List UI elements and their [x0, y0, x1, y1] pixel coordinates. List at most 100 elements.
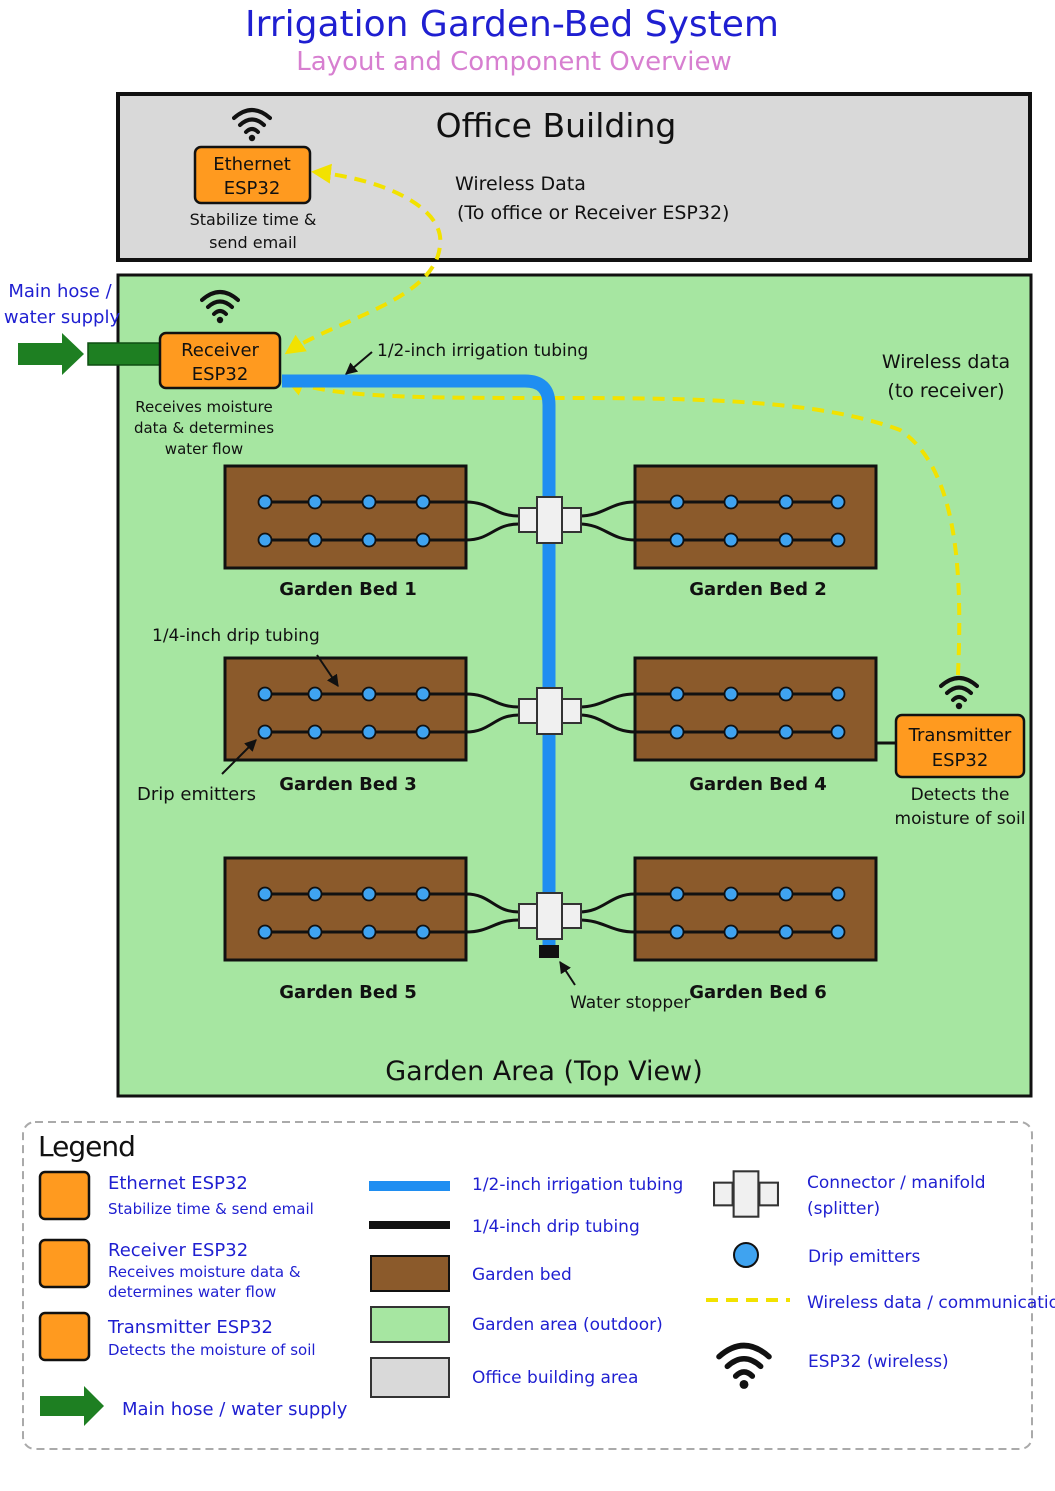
drip-emitter: [415, 886, 431, 902]
drip-emitter: [830, 724, 846, 740]
drip-emitter: [723, 532, 739, 548]
drip-tubing: [578, 713, 636, 734]
office-building-label: Office Building: [436, 106, 677, 145]
garden-bed-5-label: Garden Bed 5: [279, 982, 417, 1003]
drip-emitter: [778, 686, 794, 702]
ethernet-esp32-label-line1: Ethernet: [213, 154, 291, 175]
receiver-esp32-label-line2: ESP32: [192, 364, 249, 385]
garden-bed-2: [633, 464, 878, 570]
drip-emitter: [723, 724, 739, 740]
drip-emitter: [361, 924, 377, 940]
receiver-desc-line3: water flow: [165, 440, 243, 458]
garden-bed-3-label: Garden Bed 3: [279, 774, 417, 795]
receiver-desc-line2: data & determines: [134, 419, 274, 437]
legend-garden-bed-swatch: [370, 1255, 450, 1292]
garden-bed-6-label: Garden Bed 6: [689, 982, 827, 1003]
drip-tubing: [465, 892, 520, 914]
wireless-to-receiver-line1: Wireless data: [882, 351, 1010, 373]
legend-ethernet-title: Ethernet ESP32: [108, 1173, 248, 1194]
legend-garden-area-label: Garden area (outdoor): [472, 1315, 663, 1335]
drip-emitter: [723, 924, 739, 940]
drip-emitter: [778, 886, 794, 902]
drip-emitter: [361, 686, 377, 702]
legend-transmitter-title: Transmitter ESP32: [107, 1317, 273, 1338]
drip-emitter: [307, 532, 323, 548]
water-stopper-pointer: [559, 960, 576, 986]
garden-bed-5: [223, 856, 468, 962]
receiver-esp32: [158, 331, 282, 390]
office-wireless-label-line2: (To office or Receiver ESP32): [457, 202, 729, 224]
tubing-half-pointer: [345, 351, 373, 375]
transmitter-esp32-label-line1: Transmitter: [908, 725, 1012, 746]
drip-emitter: [830, 924, 846, 940]
drip-emitter: [778, 532, 794, 548]
drip-emitter: [307, 724, 323, 740]
drip-emitter: [778, 494, 794, 510]
drip-emitter: [669, 532, 685, 548]
transmitter-desc-line2: moisture of soil: [895, 809, 1026, 829]
drip-tubing: [465, 522, 520, 542]
drip-emitter: [830, 686, 846, 702]
drip-emitter: [257, 686, 273, 702]
drip-emitter: [830, 532, 846, 548]
ethernet-esp32-label-line2: ESP32: [224, 178, 281, 199]
transmitter-esp32-label-line2: ESP32: [932, 750, 989, 771]
drip-emitter: [723, 494, 739, 510]
drip-tubing: [578, 692, 636, 709]
legend-drip-emitters-label: Drip emitters: [808, 1247, 921, 1267]
wireless-to-receiver-line2: (to receiver): [887, 380, 1004, 402]
drip-tubing: [465, 918, 520, 934]
water-stopper-label: Water stopper: [570, 993, 691, 1013]
legend-box: [22, 1121, 1033, 1450]
legend-title: Legend: [38, 1130, 135, 1163]
legend-esp32-wireless-label: ESP32 (wireless): [808, 1352, 949, 1372]
drip-emitter: [361, 724, 377, 740]
drip-tubing: [465, 500, 520, 518]
drip-emitter: [778, 724, 794, 740]
drip-emitter: [361, 532, 377, 548]
diagram-title: Irrigation Garden-Bed System: [245, 4, 779, 45]
drip-emitter: [415, 924, 431, 940]
diagram-subtitle: Layout and Component Overview: [296, 47, 731, 77]
garden-bed-3: [223, 656, 468, 762]
drip-tubing-pointer: [316, 654, 339, 687]
legend-main-hose-arrow: [40, 1386, 104, 1426]
drip-emitter: [361, 494, 377, 510]
legend-tubing-half-swatch: [369, 1181, 450, 1191]
drip-emitter: [257, 924, 273, 940]
legend-main-hose-label: Main hose / water supply: [122, 1399, 348, 1420]
drip-emitter: [257, 532, 273, 548]
drip-emitter: [257, 886, 273, 902]
legend-connector-label-line1: Connector / manifold: [807, 1173, 986, 1193]
drip-tubing: [578, 892, 636, 914]
legend-tubing-half-label: 1/2-inch irrigation tubing: [472, 1175, 683, 1195]
drip-emitter: [307, 494, 323, 510]
wireless-link-office-receiver: [284, 163, 443, 355]
drip-emitter: [669, 924, 685, 940]
drip-emitter: [723, 886, 739, 902]
drip-emitter: [361, 886, 377, 902]
ethernet-esp32-desc-line2: send email: [209, 233, 297, 252]
drip-tubing: [578, 500, 636, 518]
receiver-esp32-label-line1: Receiver: [181, 340, 259, 361]
drip-emitters-label: Drip emitters: [137, 784, 256, 805]
legend-office-area-swatch: [370, 1357, 450, 1398]
garden-bed-6: [633, 856, 878, 962]
drip-emitter: [415, 724, 431, 740]
drip-emitter: [307, 924, 323, 940]
legend-transmitter-desc: Detects the moisture of soil: [108, 1341, 316, 1359]
drip-emitters-pointer: [221, 739, 257, 775]
transmitter-desc-line1: Detects the: [911, 785, 1010, 805]
main-hose: [87, 342, 163, 366]
tubing-half-label: 1/2-inch irrigation tubing: [377, 341, 588, 361]
legend-connector-label-line2: (splitter): [807, 1199, 880, 1219]
legend-receiver-swatch: [38, 1238, 91, 1289]
legend-wireless-label: Wireless data / communication: [807, 1293, 1055, 1313]
legend-ethernet-swatch: [38, 1170, 91, 1221]
legend-office-area-label: Office building area: [472, 1368, 638, 1388]
legend-tubing-quarter-label: 1/4-inch drip tubing: [472, 1217, 640, 1237]
drip-tubing: [578, 522, 636, 542]
connector-manifold: [518, 496, 582, 544]
half-inch-irrigation-tubing: [282, 374, 556, 950]
